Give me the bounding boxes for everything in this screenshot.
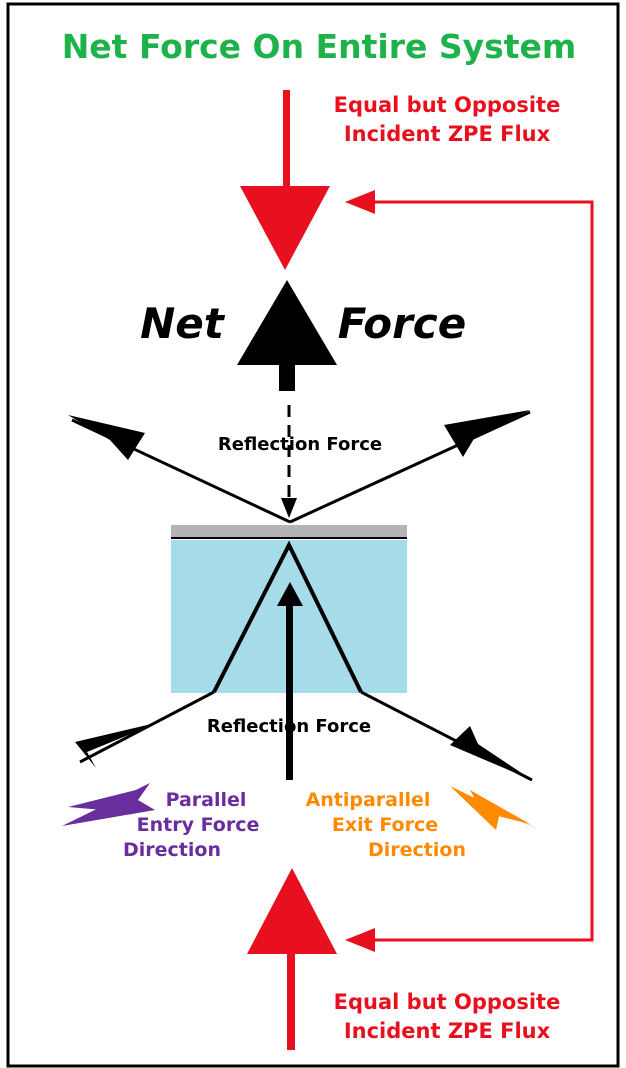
top-flux-label-line1: Equal but Opposite: [334, 93, 561, 117]
flux-feedback-loop: [345, 190, 594, 952]
net-force-arrow: [237, 280, 337, 391]
diagram-title: Net Force On Entire System: [62, 27, 577, 66]
bottom-flux-label-line2: Incident ZPE Flux: [344, 1019, 551, 1043]
net-force-word-net: Net: [140, 299, 226, 348]
top-incident-flux-arrow: [240, 90, 330, 270]
net-force-word-force: Force: [338, 299, 466, 348]
frame-border: [6, 2, 620, 1068]
top-flux-label-line2: Incident ZPE Flux: [344, 122, 551, 146]
antiparallel-label-line1: Antiparallel: [306, 789, 431, 811]
antiparallel-exit-direction-arrow: [450, 786, 540, 830]
lower-entry-ray: [75, 690, 215, 768]
upper-reflected-ray: [289, 410, 531, 524]
parallel-label-line2: Entry Force: [137, 814, 260, 836]
loop-arrowhead-upper: [345, 190, 375, 214]
reflective-surface: [171, 525, 407, 537]
upper-incident-ray: [68, 415, 291, 524]
loop-arrowhead-lower: [345, 928, 375, 952]
bottom-flux-label-line1: Equal but Opposite: [334, 990, 561, 1014]
internal-ray-path: [212, 540, 363, 693]
upper-reflection-force-label: Reflection Force: [218, 434, 382, 455]
parallel-entry-direction-arrow: [62, 783, 155, 826]
lower-exit-ray: [360, 690, 533, 782]
lower-reflection-force-label: Reflection Force: [207, 716, 371, 737]
bottom-incident-flux-arrow: [247, 868, 337, 1050]
lower-reflection-force-arrow: [277, 582, 303, 780]
upper-reflection-force-arrow: [281, 405, 297, 518]
parallel-label-line3: Direction: [123, 839, 221, 861]
antiparallel-label-line2: Exit Force: [332, 814, 438, 836]
antiparallel-label-line3: Direction: [368, 839, 466, 861]
parallel-label-line1: Parallel: [166, 789, 247, 811]
